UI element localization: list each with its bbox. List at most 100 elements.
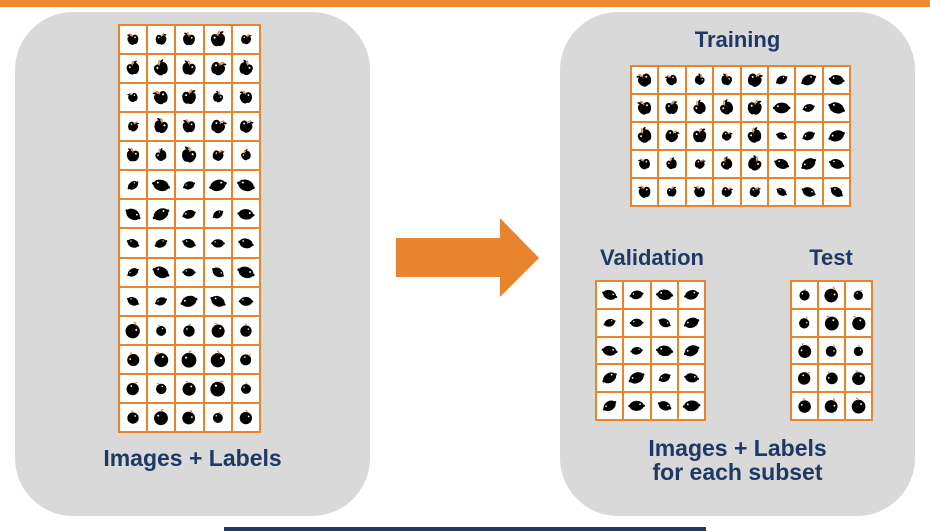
subsets-caption-line1: Images + Labels	[648, 435, 827, 461]
fruit-cell	[119, 402, 148, 432]
fruit-cell	[631, 178, 659, 206]
lemon-icon	[770, 152, 793, 175]
apple-icon	[633, 96, 657, 121]
fruit-cell	[677, 392, 705, 420]
lemon-icon	[798, 181, 820, 203]
apple-icon	[660, 123, 685, 148]
fruit-cell	[685, 150, 714, 178]
fruit-cell	[631, 66, 659, 94]
lemon-icon	[681, 395, 703, 417]
fruit-cell	[650, 308, 678, 337]
orange-icon	[794, 396, 814, 417]
apple-icon	[181, 31, 198, 49]
fruit-cell	[147, 112, 176, 142]
apple-icon	[665, 184, 680, 199]
fruit-cell	[845, 308, 872, 337]
apple-icon	[207, 145, 228, 166]
fruit-cell	[203, 83, 232, 113]
orange-icon	[179, 349, 200, 371]
orange-icon	[846, 310, 871, 335]
lemon-icon	[679, 338, 705, 364]
lemon-icon	[598, 283, 621, 306]
fruit-cell	[795, 94, 823, 122]
fruit-cell	[740, 150, 768, 178]
orange-icon	[235, 348, 257, 370]
lemon-icon	[120, 200, 147, 227]
fruit-cell	[147, 199, 176, 229]
apple-icon	[124, 88, 143, 107]
test-grid	[790, 280, 873, 421]
apple-icon	[690, 154, 709, 173]
fruit-cell	[175, 315, 204, 345]
fruit-cell	[147, 402, 176, 432]
fruit-cell	[147, 373, 176, 403]
apple-icon	[690, 126, 709, 146]
fruit-cell	[175, 54, 204, 84]
lemon-icon	[800, 99, 818, 117]
lemon-icon	[601, 314, 619, 332]
fruit-cell	[231, 257, 260, 287]
fruit-cell	[822, 122, 850, 150]
fruit-cell	[231, 344, 260, 374]
fruit-cell	[795, 66, 823, 94]
lemon-icon	[180, 175, 199, 194]
fruit-cell	[147, 315, 176, 345]
lemon-icon	[207, 261, 229, 283]
lemon-icon	[148, 172, 174, 198]
lemon-icon	[123, 291, 143, 312]
orange-icon	[120, 317, 146, 344]
lemon-icon	[825, 180, 848, 203]
fruit-cell	[713, 150, 741, 178]
orange-icon	[204, 375, 231, 402]
fruit-cell	[795, 122, 823, 150]
orange-icon	[819, 310, 845, 336]
lemon-icon	[654, 284, 675, 305]
fruit-cell	[175, 170, 204, 200]
fruit-cell	[658, 94, 686, 122]
lemon-icon	[825, 153, 847, 176]
fruit-cell	[231, 402, 260, 432]
fruit-cell	[175, 83, 204, 113]
orange-icon	[125, 409, 141, 426]
fruit-cell	[147, 83, 176, 113]
fruit-cell	[119, 141, 148, 171]
fruit-cell	[818, 308, 845, 337]
fruit-cell	[677, 364, 705, 393]
apple-icon	[208, 88, 227, 108]
fruit-cell	[658, 178, 686, 206]
lemon-icon	[799, 126, 819, 147]
apple-icon	[662, 98, 681, 118]
fruit-cell	[767, 178, 796, 206]
apple-icon	[715, 152, 738, 175]
fruit-cell	[740, 66, 768, 94]
apple-icon	[741, 66, 768, 93]
fruit-cell	[631, 94, 659, 122]
lemon-icon	[597, 394, 622, 419]
fruit-cell	[119, 286, 148, 316]
fruit-cell	[231, 286, 260, 316]
orange-icon	[177, 405, 201, 429]
apple-icon	[179, 116, 199, 137]
apple-icon	[235, 87, 256, 109]
fruit-cell	[845, 364, 872, 393]
apple-icon	[631, 67, 658, 94]
lemon-icon	[205, 172, 231, 198]
fruit-cell	[203, 257, 232, 287]
apple-icon	[631, 122, 658, 150]
fruit-cell	[767, 94, 796, 122]
orange-icon	[792, 366, 816, 391]
fruit-cell	[818, 281, 845, 309]
fruit-cell	[767, 122, 796, 150]
fruit-cell	[822, 94, 850, 122]
fruit-cell	[713, 178, 741, 206]
fruit-cell	[596, 308, 624, 337]
lemon-icon	[151, 233, 171, 254]
lemon-icon	[123, 262, 143, 282]
fruit-cell	[203, 170, 232, 200]
fruit-cell	[203, 228, 232, 258]
fruit-cell	[119, 315, 148, 345]
lemon-icon	[233, 259, 259, 286]
fruit-cell	[791, 308, 818, 337]
lemon-icon	[177, 288, 202, 314]
fruit-cell	[231, 112, 260, 142]
